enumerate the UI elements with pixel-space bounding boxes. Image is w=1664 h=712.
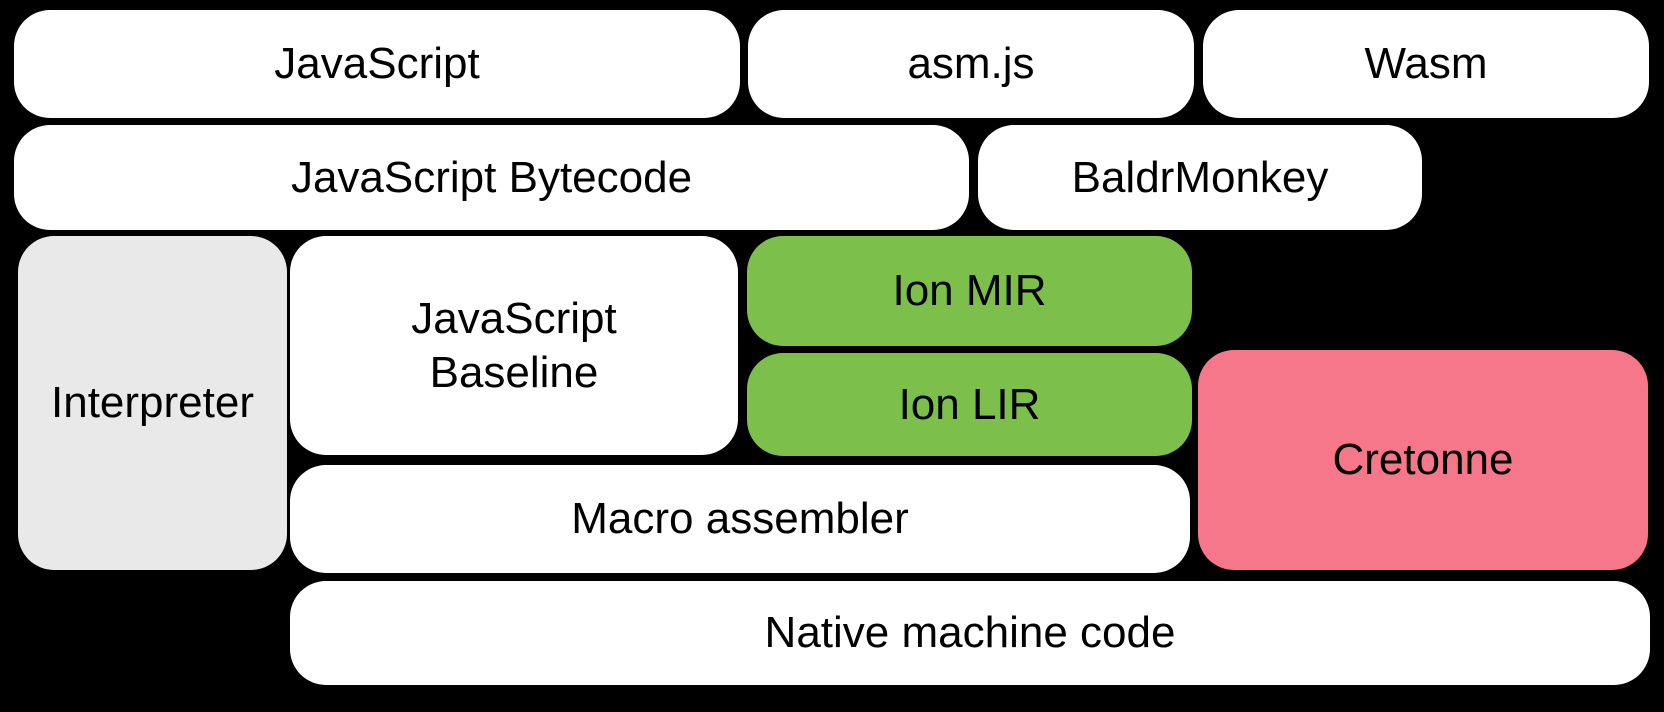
box-ion-lir: Ion LIR xyxy=(747,353,1192,456)
box-javascript-bytecode: JavaScript Bytecode xyxy=(14,125,969,230)
box-javascript-baseline: JavaScript Baseline xyxy=(290,236,738,455)
box-interpreter: Interpreter xyxy=(18,236,287,570)
box-asmjs: asm.js xyxy=(748,10,1194,118)
box-native-machine-code: Native machine code xyxy=(290,581,1650,685)
box-wasm: Wasm xyxy=(1203,10,1649,118)
box-javascript: JavaScript xyxy=(14,10,740,118)
box-cretonne: Cretonne xyxy=(1198,350,1648,570)
box-baldrmonkey: BaldrMonkey xyxy=(978,125,1422,230)
box-macro-assembler: Macro assembler xyxy=(290,465,1190,573)
box-ion-mir: Ion MIR xyxy=(747,236,1192,346)
